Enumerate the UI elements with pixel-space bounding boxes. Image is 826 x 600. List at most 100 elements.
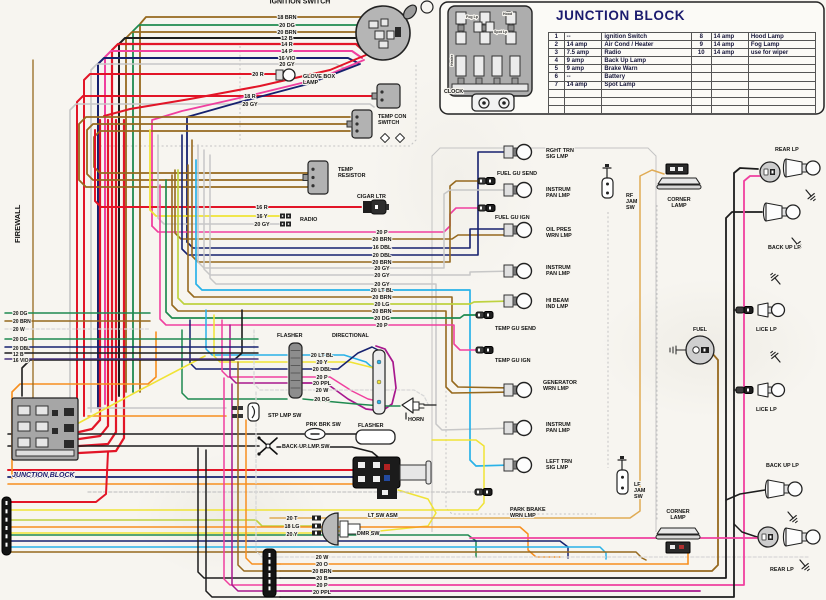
junction-cell: 1 xyxy=(548,31,565,42)
label-18-r: 18 R xyxy=(244,94,255,100)
junction-cell: -- xyxy=(563,31,603,42)
dimpin-symbol xyxy=(312,523,321,529)
label-temp-gu-send: TEMP GU SEND xyxy=(495,326,536,332)
junction-cell: 14 amp xyxy=(710,40,749,50)
label-rear-lp: REAR LP xyxy=(770,567,794,573)
wire-ltbl-38 xyxy=(205,309,288,356)
bullet-symbol xyxy=(475,311,494,319)
label-clock: CLOCK xyxy=(444,89,463,95)
label-20-y: 20 Y xyxy=(287,532,298,538)
junction-cell xyxy=(691,72,712,82)
label-16-vio: 16 VIO xyxy=(13,358,29,364)
junction-cell: Air Cond / Heater xyxy=(601,40,693,50)
label-20-gy: 20 GY xyxy=(374,273,390,279)
wire-r-15 xyxy=(77,118,110,441)
junction-cell xyxy=(710,96,749,106)
junction-cell xyxy=(710,64,749,74)
label-20-p: 20 P xyxy=(376,230,387,236)
label-12-b: 12 B xyxy=(13,352,24,358)
junction-cell: 5 xyxy=(548,64,565,74)
wire-r-16 xyxy=(77,118,118,448)
wire-r-14 xyxy=(77,118,102,434)
junction-block-title: JUNCTION BLOCK xyxy=(556,8,686,23)
jamsw-symbol xyxy=(616,456,629,495)
wire-ppl-49 xyxy=(302,345,397,412)
junction-cell xyxy=(548,96,565,106)
harness-outlines xyxy=(100,46,658,532)
junction-cell: 3 xyxy=(548,48,565,58)
junction-cell xyxy=(710,72,749,82)
outline-0 xyxy=(431,147,657,532)
wire-dbl-47 xyxy=(302,346,381,370)
bullet-symbol xyxy=(477,204,496,212)
wire-dbl-26 xyxy=(186,228,507,249)
junction-cell xyxy=(691,88,712,98)
label-20-brn: 20 BRN xyxy=(13,319,31,325)
label-20-dg: 20 DG xyxy=(374,316,390,322)
cigar-symbol xyxy=(363,199,389,215)
label-prk-brk-sw: PRK BRK SW xyxy=(306,422,342,428)
label-18-lg: 18 LG xyxy=(285,524,300,530)
label-firewall: FIREWALL xyxy=(13,204,22,243)
lamp-symbol xyxy=(503,262,533,280)
label-20-w: 20 W xyxy=(316,555,329,561)
wire-ppl-92 xyxy=(231,383,281,592)
label-radio: RADIO xyxy=(300,217,317,223)
label-20-w: 20 W xyxy=(13,327,25,333)
junction-cell xyxy=(710,80,749,90)
label-20-brn: 20 BRN xyxy=(372,309,391,315)
label-horn: HORN xyxy=(408,417,424,423)
licelp-symbol xyxy=(735,302,786,318)
junction-cell: Spot Lamp xyxy=(601,80,693,90)
corner-symbol xyxy=(656,163,702,190)
label-back-up-lmp-sw: BACK UP LMP SW xyxy=(282,444,330,450)
wire-b-84 xyxy=(725,489,766,501)
label-hood: Hood xyxy=(503,12,512,16)
junction-cell: ignition Switch xyxy=(601,31,693,42)
gnd-symbol xyxy=(791,237,802,250)
label-fuel-gu-ign: FUEL GU IGN xyxy=(495,215,530,221)
junction-cell: 9 xyxy=(691,40,712,50)
label-fuel: FUEL xyxy=(693,327,708,333)
stpsw-symbol xyxy=(232,402,260,422)
dbar-symbol xyxy=(372,349,386,415)
outline-4 xyxy=(445,338,596,515)
junction-cell: 10 xyxy=(691,48,712,58)
junction-cell xyxy=(691,56,712,66)
wire-ltbl-72 xyxy=(7,546,607,560)
cone-symbol xyxy=(764,479,803,499)
junction-cell: 9 amp xyxy=(563,64,603,74)
wire-brn-19 xyxy=(86,123,351,181)
wire-y-68 xyxy=(7,439,485,511)
wire-w-50 xyxy=(302,389,429,405)
label-14-p: 14 P xyxy=(281,49,292,55)
label-20-brn: 20 BRN xyxy=(312,569,331,575)
pinpair-symbol xyxy=(280,221,291,227)
label-20-p: 20 P xyxy=(316,375,327,381)
label-dmr-sw: DMR SW xyxy=(357,531,380,537)
oval-symbol xyxy=(304,427,326,441)
junction-cell xyxy=(747,104,817,114)
label-flasher: FLASHER xyxy=(277,333,303,339)
junction-cell: 8 xyxy=(691,31,712,42)
bullet-symbol xyxy=(474,488,493,496)
lamp-symbol xyxy=(503,181,533,199)
lamp-symbol xyxy=(503,419,533,437)
junction-cell: 7 xyxy=(548,80,565,90)
horn-symbol xyxy=(401,397,425,420)
label-20-r: 20 R xyxy=(252,72,263,78)
junction-table-row: 6--Battery xyxy=(548,72,817,82)
junction-cell xyxy=(747,64,817,74)
wire-gy-31 xyxy=(209,154,513,431)
junction-cell: use for wiper xyxy=(747,48,817,58)
label-20-b: 20 B xyxy=(316,576,327,582)
